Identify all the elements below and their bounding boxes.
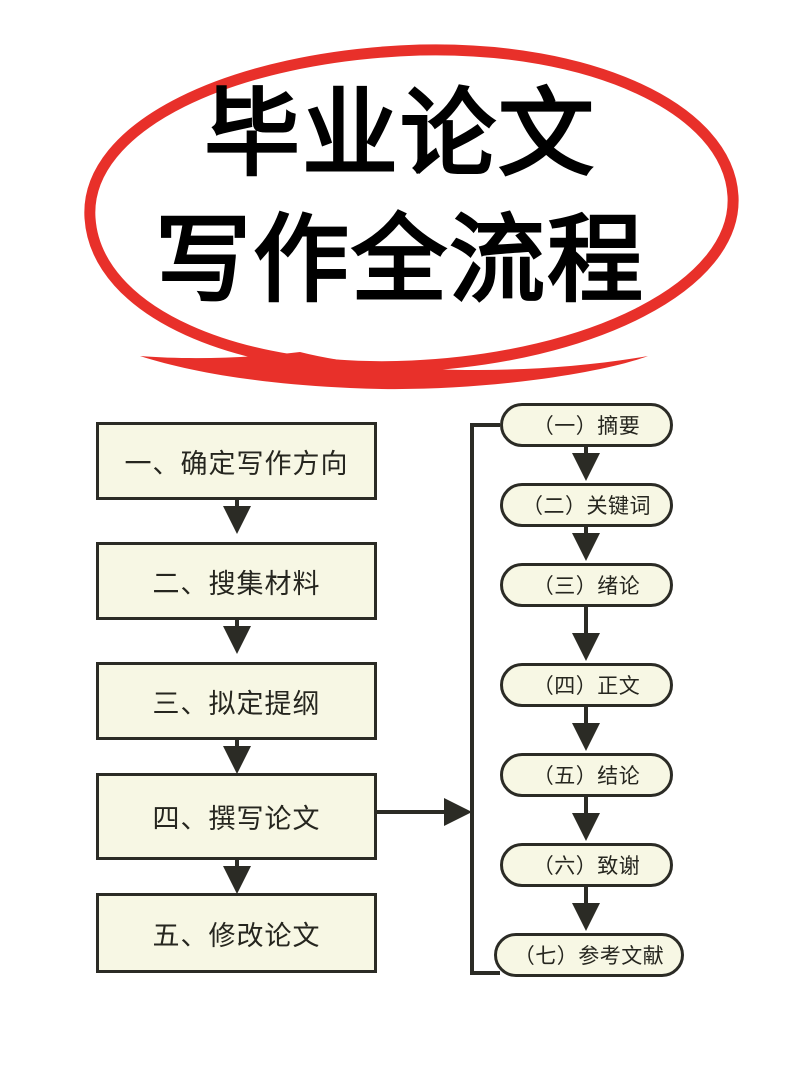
stage-box-3[interactable]: 三、拟定提纲 — [96, 662, 377, 740]
section-bracket-spine — [470, 423, 500, 975]
section-label-7: （七）参考文献 — [513, 944, 665, 968]
stage-box-2[interactable]: 二、搜集材料 — [96, 542, 377, 620]
section-label-2: （二）关键词 — [522, 494, 651, 518]
stage-label-2: 二、搜集材料 — [152, 568, 321, 600]
section-label-4: （四）正文 — [532, 674, 641, 698]
stage-box-5[interactable]: 五、修改论文 — [96, 893, 377, 973]
section-pill-4[interactable]: （四）正文 — [500, 663, 673, 707]
section-label-6: （六）致谢 — [532, 854, 641, 878]
section-pill-3[interactable]: （三）绪论 — [500, 563, 673, 607]
flowchart: 一、确定写作方向 二、搜集材料 三、拟定提纲 四、撰写论文 五、修改论文 （一）… — [0, 395, 800, 1005]
title-line-1: 毕业论文 — [204, 78, 596, 190]
stage-label-1: 一、确定写作方向 — [124, 448, 349, 480]
stage-label-4: 四、撰写论文 — [152, 804, 321, 835]
stage-label-5: 五、修改论文 — [152, 920, 321, 952]
red-ellipse-annotation — [84, 44, 739, 390]
title-line-2: 写作全流程 — [155, 204, 645, 316]
section-pill-2[interactable]: （二）关键词 — [500, 483, 673, 527]
section-label-3: （三）绪论 — [532, 574, 641, 598]
section-label-1: （一）摘要 — [532, 414, 641, 438]
stage-label-3: 三、拟定提纲 — [152, 688, 321, 720]
section-pill-1[interactable]: （一）摘要 — [500, 403, 673, 447]
section-label-5: （五）结论 — [532, 764, 641, 788]
stage-box-4[interactable]: 四、撰写论文 — [96, 773, 377, 860]
title-block: 毕业论文 写作全流程 — [0, 0, 800, 400]
section-pill-6[interactable]: （六）致谢 — [500, 843, 673, 887]
section-pill-7[interactable]: （七）参考文献 — [494, 933, 684, 977]
section-pill-5[interactable]: （五）结论 — [500, 753, 673, 797]
stage-box-1[interactable]: 一、确定写作方向 — [96, 422, 377, 500]
